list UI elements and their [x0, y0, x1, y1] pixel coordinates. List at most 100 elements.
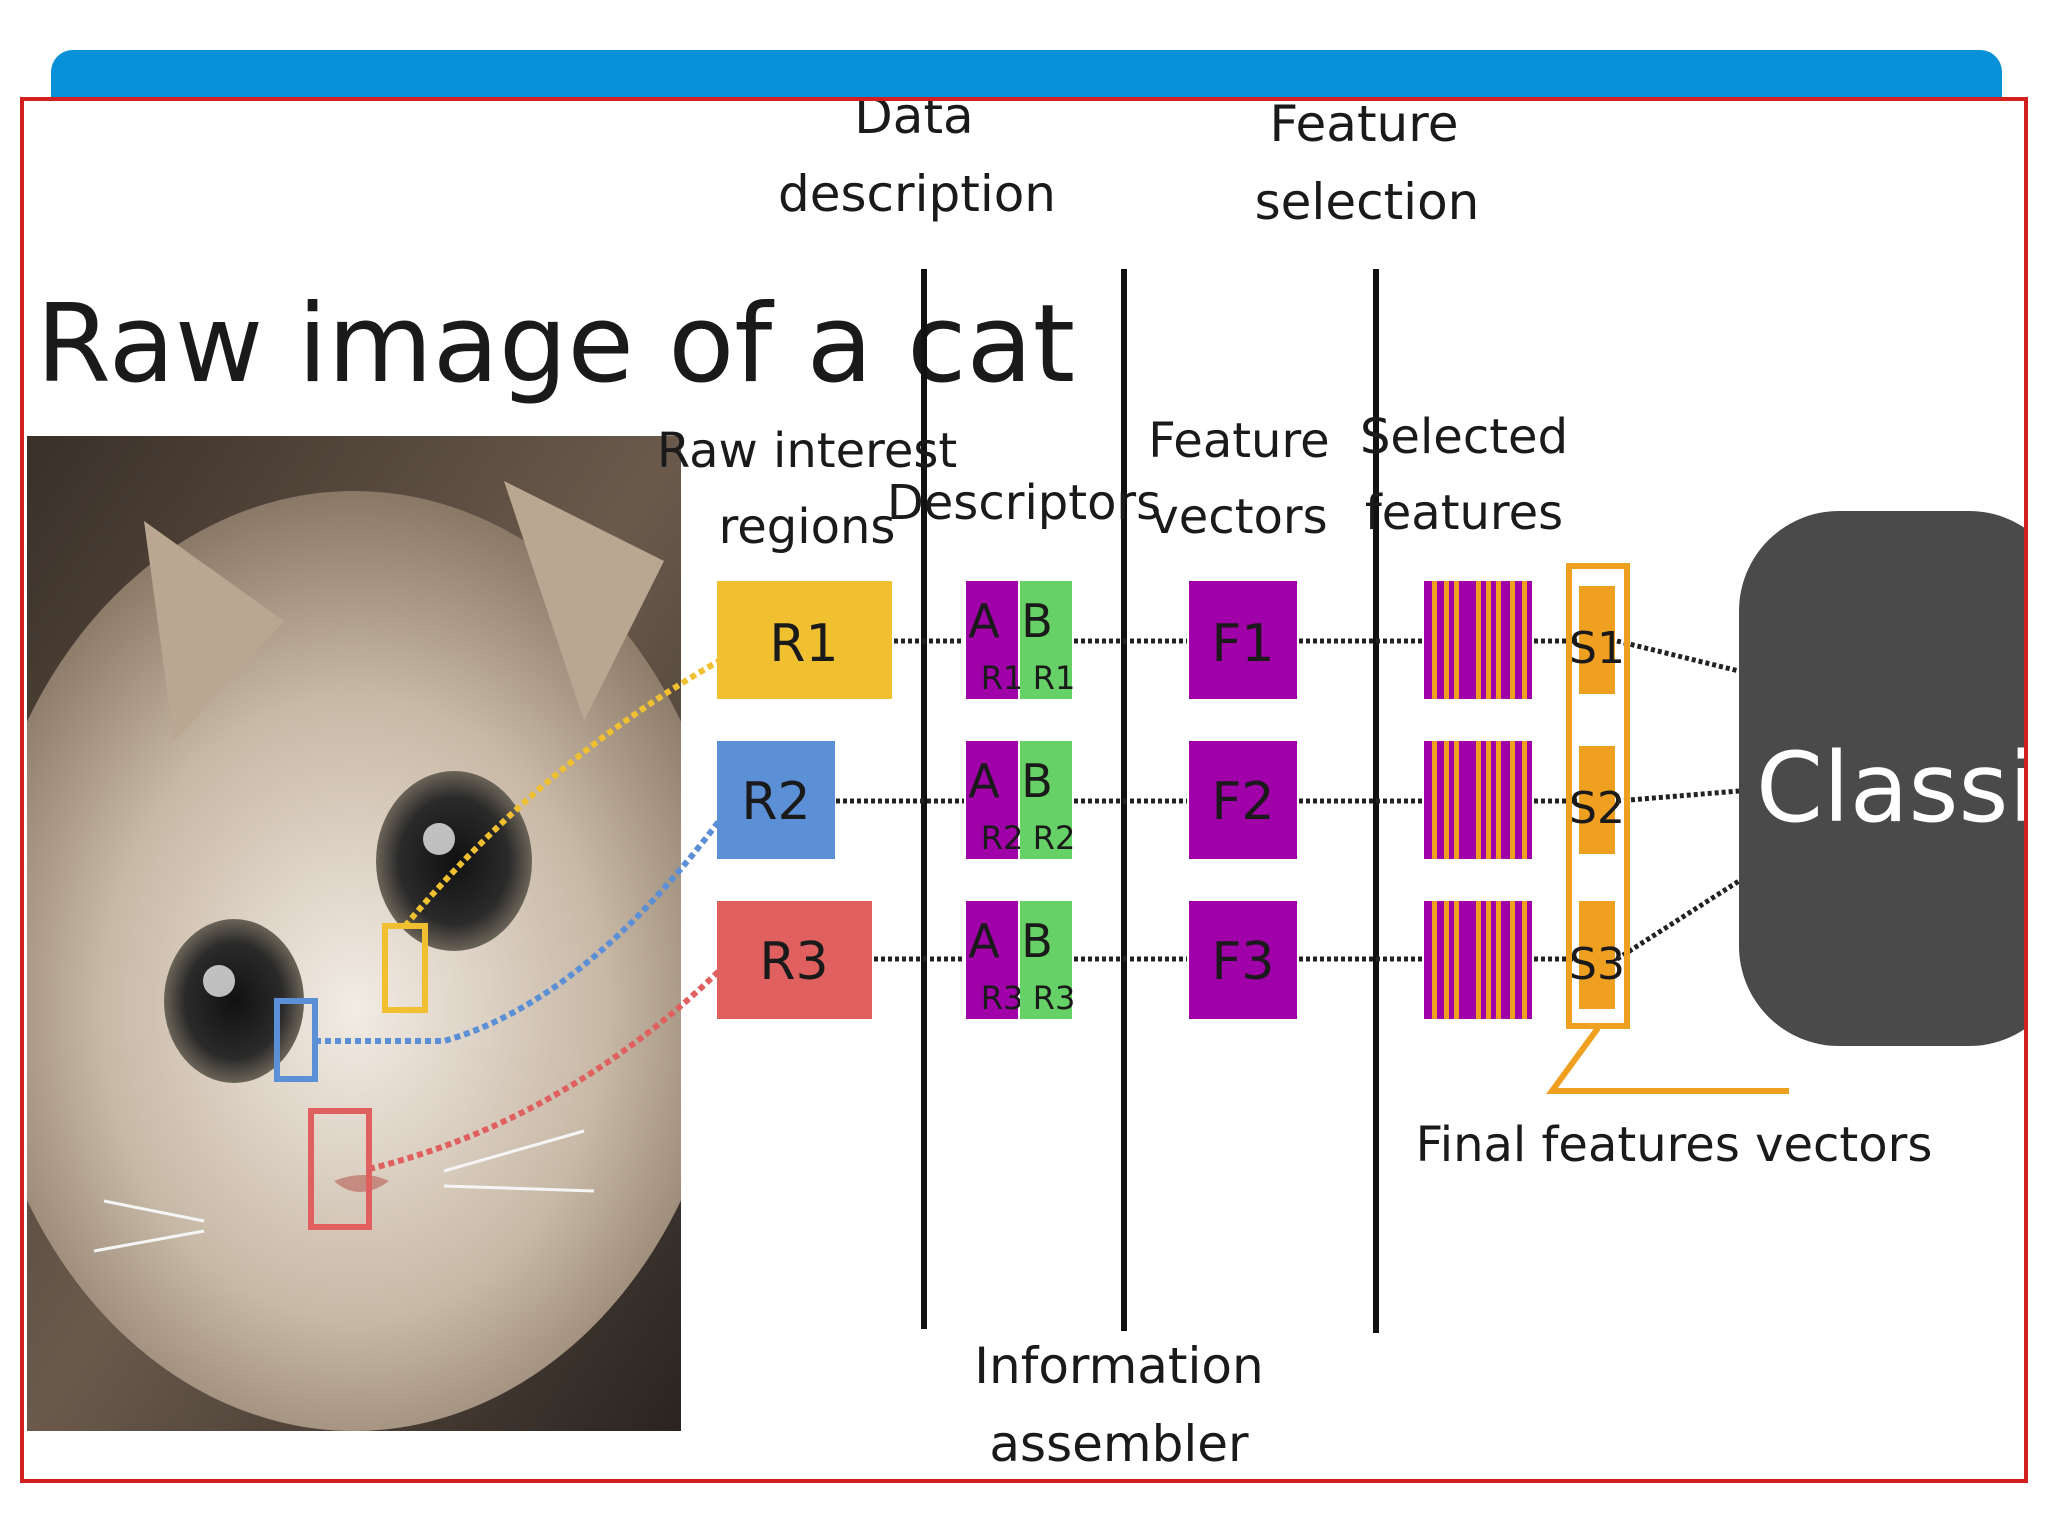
- selected-feature-stripe: [1510, 741, 1515, 859]
- selected-feature-stripe: [1486, 901, 1491, 1019]
- cat-photo: [27, 436, 681, 1431]
- selected-feature-stripe: [1496, 901, 1501, 1019]
- feature-vector-label: F2: [1212, 772, 1275, 832]
- raw-region-label: R2: [741, 772, 810, 832]
- selected-feature-stripe: [1454, 901, 1459, 1019]
- descriptor-b-sub: R3: [1033, 979, 1076, 1017]
- dotted-link: [1616, 788, 1740, 804]
- descriptor-a-box: [966, 581, 1018, 699]
- selected-feature-stripe: [1432, 741, 1437, 859]
- descriptor-b-sub: R1: [1033, 659, 1076, 697]
- stage-label-line: selection: [1255, 173, 1480, 231]
- final-features-label: Final features vectors: [1416, 1117, 1933, 1173]
- selected-feature-stripe: [1476, 581, 1481, 699]
- descriptor-a-box: [966, 741, 1018, 859]
- column-header-line: vectors: [1150, 489, 1327, 545]
- selected-feature-stripe: [1432, 581, 1437, 699]
- stage-label-line: Feature: [1270, 101, 1459, 153]
- column-header-line: features: [1365, 485, 1563, 541]
- final-features-pointer: [1546, 1026, 1789, 1094]
- selected-features-bar: [1424, 741, 1532, 859]
- feature-vector-label: F1: [1212, 614, 1275, 674]
- descriptor-b-label: B: [1021, 754, 1053, 808]
- selected-feature-stripe: [1496, 581, 1501, 699]
- feature-vector-box: [1189, 581, 1297, 699]
- descriptor-a-label: A: [968, 914, 1000, 968]
- connector-r2: [315, 819, 722, 1044]
- descriptor-a-label: A: [968, 594, 1000, 648]
- selected-feature-stripe: [1486, 581, 1491, 699]
- descriptor-a-sub: R1: [981, 659, 1024, 697]
- column-header-line: Raw interest: [657, 423, 957, 479]
- final-feature-label: S3: [1569, 939, 1625, 990]
- slide-frame: Raw image of a cat Data description Feat…: [20, 97, 2028, 1483]
- stage-label-line: Data: [854, 101, 973, 145]
- descriptor-a-sub: R3: [981, 979, 1024, 1017]
- column-header-selected-features: Selected features: [1360, 409, 1568, 541]
- descriptor-a-sub: R2: [981, 819, 1024, 857]
- page-title: Raw image of a cat: [36, 282, 1075, 407]
- feature-vector-box: [1189, 741, 1297, 859]
- selected-feature-stripe: [1522, 581, 1527, 699]
- pipeline-row-3: R3 A R3 B R3 F3 S3: [717, 878, 1741, 1019]
- stage-label-line: description: [778, 165, 1056, 223]
- feature-vector-label: F3: [1212, 932, 1275, 992]
- stage-label-information-assembler: Information assembler: [974, 1337, 1263, 1473]
- column-header-descriptors: Descriptors: [887, 475, 1161, 531]
- descriptor-b-label: B: [1021, 594, 1053, 648]
- raw-region-box: [717, 581, 892, 699]
- selected-feature-stripe: [1476, 741, 1481, 859]
- final-features-bracket: [1566, 563, 1630, 1029]
- selected-feature-stripe: [1432, 901, 1437, 1019]
- final-feature-label: S1: [1569, 623, 1625, 674]
- selected-feature-stripe: [1510, 901, 1515, 1019]
- final-feature-box: [1579, 586, 1615, 694]
- column-header-raw-interest-regions: Raw interest regions: [657, 423, 957, 555]
- selected-feature-stripe: [1510, 581, 1515, 699]
- descriptor-a-box: [966, 901, 1018, 1019]
- dotted-link: [1616, 638, 1740, 674]
- raw-region-box: [717, 901, 872, 1019]
- selected-feature-stripe: [1454, 581, 1459, 699]
- final-feature-box: [1579, 901, 1615, 1009]
- connector-r3: [368, 968, 722, 1172]
- classifier-block: [1739, 511, 2024, 1046]
- selected-feature-stripe: [1496, 741, 1501, 859]
- dotted-link: [1615, 878, 1741, 962]
- raw-region-box: [717, 741, 835, 859]
- stage-label-line: Information: [974, 1337, 1263, 1395]
- stage-label-feature-selection: Feature selection: [1255, 101, 1480, 231]
- column-header-line: Selected: [1360, 409, 1568, 465]
- stage-label-line: assembler: [989, 1415, 1249, 1473]
- column-header-line: regions: [719, 499, 896, 555]
- selected-feature-stripe: [1454, 741, 1459, 859]
- selected-feature-stripe: [1522, 901, 1527, 1019]
- descriptor-b-box: [1020, 741, 1072, 859]
- pipeline-row-1: R1 A R1 B R1 F1 S1: [717, 581, 1740, 699]
- raw-region-label: R3: [759, 932, 828, 992]
- selected-feature-stripe: [1444, 581, 1449, 699]
- descriptor-b-sub: R2: [1033, 819, 1076, 857]
- selected-features-bar: [1424, 581, 1532, 699]
- feature-pipeline-diagram: Raw image of a cat Data description Feat…: [27, 101, 2024, 1473]
- final-feature-box: [1579, 746, 1615, 854]
- stage-label-data-description: Data description: [778, 101, 1056, 223]
- column-header-line: Feature: [1148, 413, 1329, 469]
- column-header-feature-vectors: Feature vectors: [1148, 413, 1329, 545]
- descriptor-b-box: [1020, 581, 1072, 699]
- classifier-label: Classifier: [1756, 732, 2024, 844]
- feature-vector-box: [1189, 901, 1297, 1019]
- descriptor-a-label: A: [968, 754, 1000, 808]
- pipeline-row-2: R2 A R2 B R2 F2 S2: [717, 741, 1740, 859]
- selected-features-bar: [1424, 901, 1532, 1019]
- selected-feature-stripe: [1444, 741, 1449, 859]
- descriptor-b-label: B: [1021, 914, 1053, 968]
- raw-region-label: R1: [769, 614, 838, 674]
- final-feature-label: S2: [1569, 783, 1625, 834]
- selected-feature-stripe: [1444, 901, 1449, 1019]
- descriptor-b-box: [1020, 901, 1072, 1019]
- selected-feature-stripe: [1476, 901, 1481, 1019]
- selected-feature-stripe: [1522, 741, 1527, 859]
- connector-r1: [402, 658, 721, 928]
- selected-feature-stripe: [1486, 741, 1491, 859]
